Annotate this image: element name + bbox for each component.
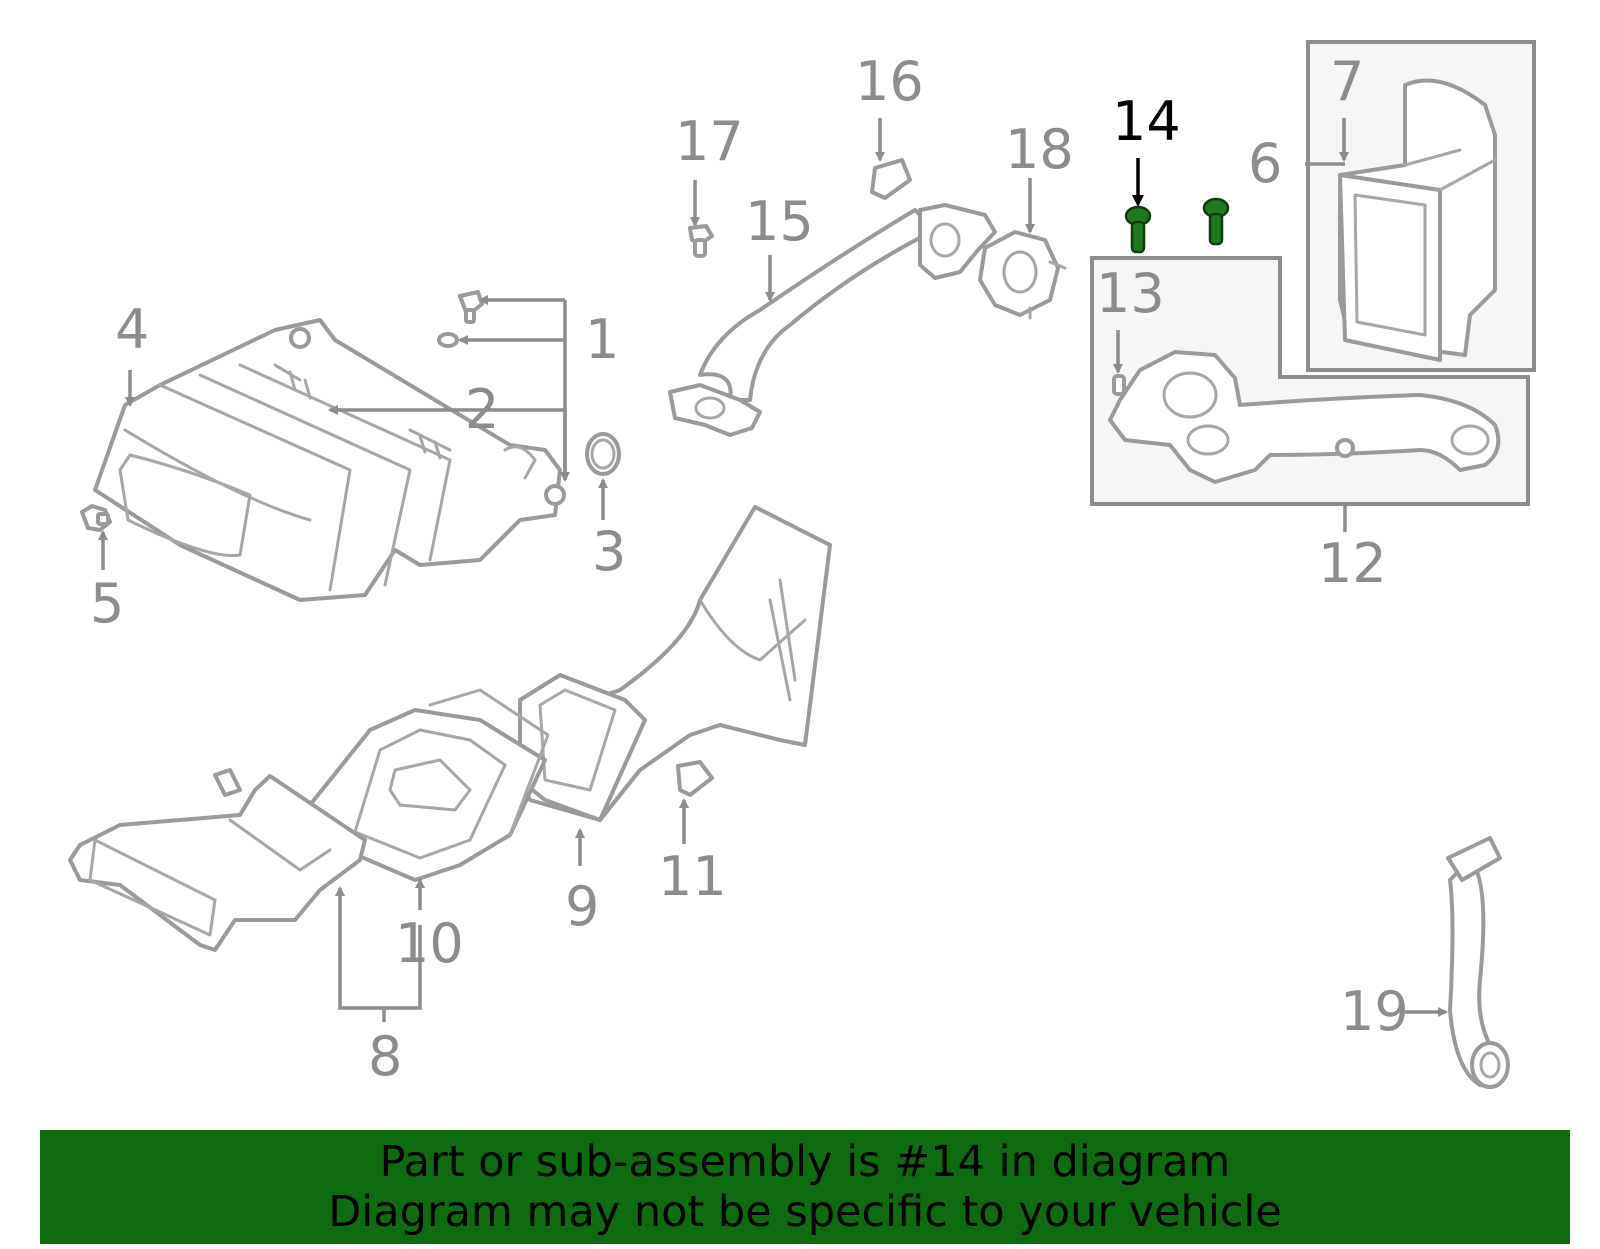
- callout-17: 17: [675, 110, 744, 173]
- callout-11: 11: [658, 845, 727, 908]
- part-1-clip: [437, 290, 484, 348]
- leader-lines: [98, 118, 1448, 1022]
- part-17-bolt: [688, 224, 714, 258]
- part-15-duct: [668, 203, 997, 437]
- banner-line-1: Part or sub-assembly is #14 in diagram: [379, 1137, 1231, 1187]
- callout-10: 10: [395, 912, 464, 975]
- callout-16: 16: [855, 50, 924, 113]
- info-banner: Part or sub-assembly is #14 in diagram D…: [40, 1130, 1570, 1244]
- part-19-pipe: [1446, 836, 1510, 1089]
- part-3-gasket: [585, 432, 621, 476]
- callout-7: 7: [1330, 50, 1364, 113]
- part-11-clip: [676, 760, 714, 797]
- part-5-grommet: [80, 504, 112, 532]
- air-cleaner-housing: [93, 318, 566, 602]
- callout-8: 8: [368, 1025, 402, 1088]
- callout-9: 9: [565, 875, 599, 938]
- callout-3: 3: [592, 520, 626, 583]
- part-16-bracket: [870, 158, 912, 200]
- callout-14: 14: [1112, 90, 1181, 153]
- callout-1: 1: [585, 308, 619, 371]
- part-14-bolt-right: [1202, 197, 1230, 246]
- callout-2: 2: [465, 378, 499, 441]
- part-13-clip: [1112, 374, 1126, 396]
- banner-line-2: Diagram may not be specific to your vehi…: [328, 1187, 1282, 1237]
- callout-18: 18: [1005, 118, 1074, 181]
- callout-12: 12: [1318, 532, 1387, 595]
- part-9-snorkel: [518, 505, 832, 822]
- part-7-resonator: [1338, 78, 1497, 362]
- callout-6: 6: [1248, 132, 1282, 195]
- callout-15: 15: [745, 190, 814, 253]
- part-14-bolt-left: [1124, 205, 1152, 254]
- callout-5: 5: [90, 572, 124, 635]
- callout-4: 4: [115, 298, 149, 361]
- part-12-duct: [1108, 350, 1501, 484]
- part-18-valve: [978, 230, 1067, 320]
- callout-13: 13: [1096, 262, 1165, 325]
- callout-19: 19: [1340, 980, 1409, 1043]
- part-8-tube: [68, 768, 367, 952]
